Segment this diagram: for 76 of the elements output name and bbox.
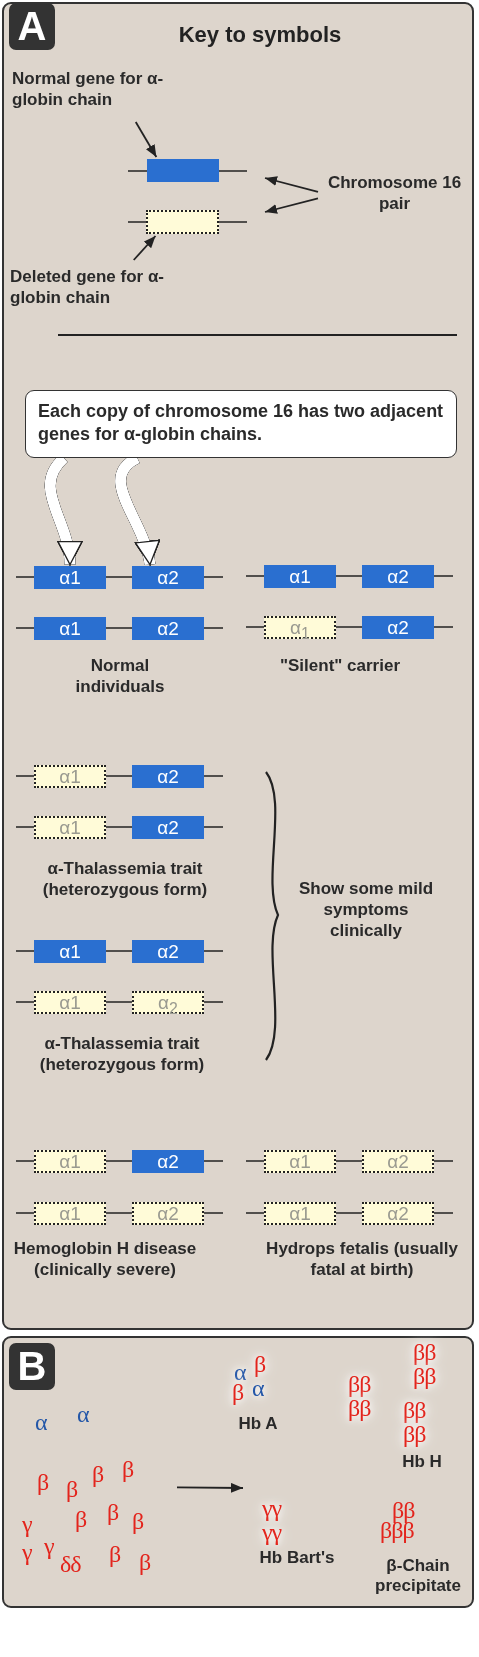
gene-box: α2: [132, 815, 204, 839]
chain-letter: δδ: [60, 1552, 81, 1576]
hemoglobin-label: Hb H: [401, 1452, 443, 1472]
annotation-text: Chromosome 16 pair: [322, 172, 467, 216]
deleted-gene-box: α2: [362, 1149, 434, 1173]
gene-box: α2: [132, 939, 204, 963]
annotation-text: Normal gene for α-globin chain: [12, 68, 177, 112]
chain-letter: β: [109, 1542, 121, 1566]
chain-letter: β: [132, 1509, 144, 1533]
callout-box: Each copy of chromosome 16 has two adjacent genes for α-globin chains.: [25, 390, 457, 458]
chain-letter: γ: [22, 1512, 32, 1536]
chain-letter: β: [107, 1500, 119, 1524]
panel-badge: A: [9, 3, 55, 50]
deleted-gene-box: α$_{1}$: [264, 615, 336, 639]
annotation-text: Deleted gene for α-globin chain: [10, 266, 175, 310]
arrow: [264, 176, 319, 193]
chain-letter: β: [254, 1352, 266, 1376]
chain-letters: ββ: [403, 1398, 426, 1422]
group-label: α-Thalassemia trait (heterozygous form): [38, 1033, 206, 1075]
group-label: Hemoglobin H disease (clinically severe): [12, 1238, 198, 1280]
panel-badge: B: [9, 1343, 55, 1390]
gene-box: α2: [362, 564, 434, 588]
gene-box: α2: [362, 615, 434, 639]
gene-box: α1: [264, 564, 336, 588]
chain-letter: γ: [44, 1534, 54, 1558]
deleted-gene-box: α1: [264, 1149, 336, 1173]
heading: Key to symbols: [177, 22, 343, 48]
chain-letter: β: [37, 1470, 49, 1494]
deleted-gene-box: α1: [34, 764, 106, 788]
gene-box: α2: [132, 1149, 204, 1173]
deleted-gene-box: α1: [34, 815, 106, 839]
panel: [2, 1336, 474, 1608]
precipitate-label: β-Chain precipitate: [374, 1556, 462, 1596]
gene-box: α2: [132, 764, 204, 788]
chain-letters: ββ: [348, 1372, 371, 1396]
chain-letter: β: [75, 1507, 87, 1531]
deleted-gene-box: α2: [132, 1201, 204, 1225]
deleted-gene-box: α1: [34, 1201, 106, 1225]
chain-letter: β: [139, 1550, 151, 1574]
gene-box: α2: [132, 616, 204, 640]
chain-letter: α: [35, 1410, 47, 1434]
gene-box: [147, 159, 219, 182]
deleted-gene-box: α1: [264, 1201, 336, 1225]
group-label: "Silent" carrier: [278, 655, 402, 676]
group-label: Show some mild symptoms clinically: [297, 878, 435, 941]
deleted-gene-box: α1: [34, 990, 106, 1014]
chain-letters: γγ: [262, 1496, 282, 1520]
group-label: α-Thalassemia trait (heterozygous form): [41, 858, 209, 900]
chain-letters: γγ: [262, 1520, 282, 1544]
deleted-gene-box: α2: [362, 1201, 434, 1225]
group-label: Normal individuals: [74, 655, 166, 697]
deleted-gene-box: α1: [34, 1149, 106, 1173]
deleted-gene-box: α$_{2}$: [132, 990, 204, 1014]
chain-letter: α: [252, 1376, 264, 1400]
chain-letters: ββ: [403, 1422, 426, 1446]
gene-box: α1: [34, 939, 106, 963]
chain-letter: β: [122, 1457, 134, 1481]
deleted-gene-box: [146, 210, 219, 234]
chain-letter: α: [77, 1402, 89, 1426]
chain-letter: β: [66, 1477, 78, 1501]
gene-box: α1: [34, 616, 106, 640]
hemoglobin-label: Hb Bart's: [258, 1548, 336, 1568]
chain-letters: ββ: [348, 1396, 371, 1420]
arrow: [176, 1482, 244, 1493]
chain-letter: γ: [22, 1540, 32, 1564]
chain-letters: ββ: [413, 1364, 436, 1388]
hemoglobin-label: Hb A: [237, 1414, 279, 1434]
leader-line: [132, 235, 157, 261]
gene-box: α2: [132, 565, 204, 589]
chain-letters: ββ: [413, 1340, 436, 1364]
panel: [2, 2, 474, 1330]
gene-box: α1: [34, 565, 106, 589]
arrow: [264, 197, 319, 214]
leader-line: [134, 121, 158, 158]
group-label: Hydrops fetalis (usually fatal at birth): [265, 1238, 459, 1280]
chain-letter: β: [92, 1462, 104, 1486]
